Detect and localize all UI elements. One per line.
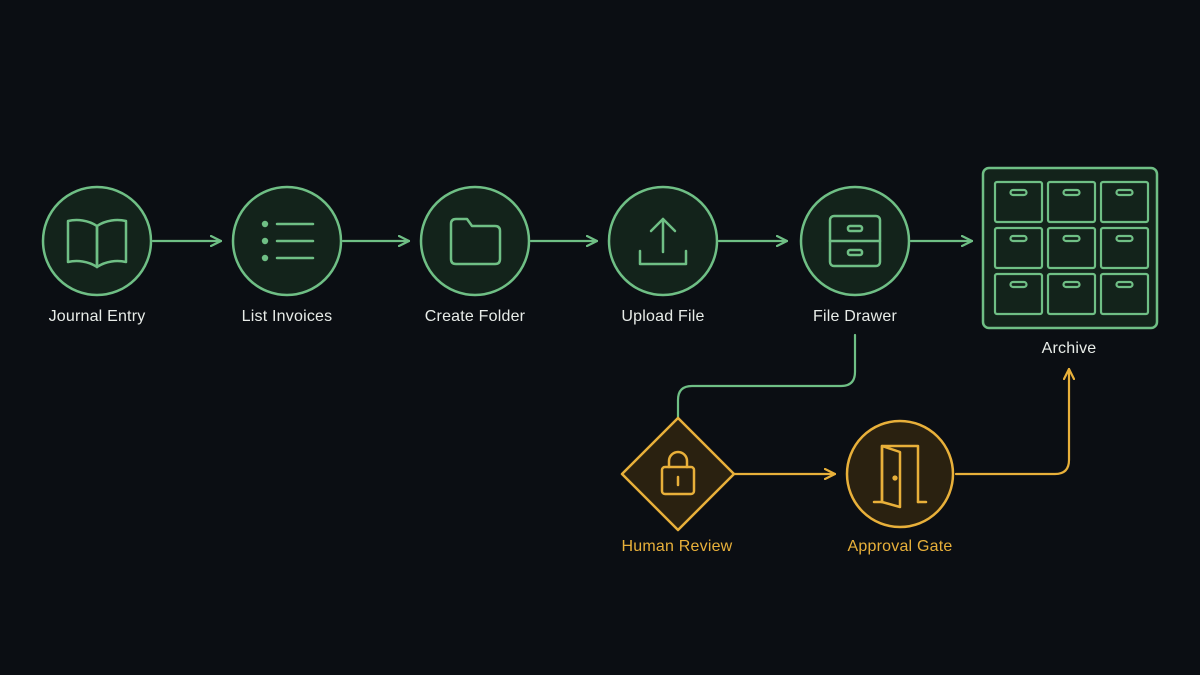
node-approval-gate (845, 419, 955, 529)
file-cabinet-icon (828, 214, 882, 268)
node-journal-entry (41, 185, 153, 297)
node-upload-file (607, 185, 719, 297)
label-create-folder: Create Folder (424, 308, 526, 325)
archive-drawer-handle (1009, 234, 1028, 243)
archive-drawer (993, 180, 1044, 224)
node-file-drawer (799, 185, 911, 297)
archive-drawer (1099, 180, 1150, 224)
archive-drawer-handle (1009, 280, 1028, 289)
label-archive: Archive (1041, 340, 1097, 357)
node-archive (981, 166, 1159, 330)
edge-gate-to-archive (954, 367, 1069, 476)
node-list-invoices (231, 185, 343, 297)
label-human-review: Human Review (621, 538, 733, 555)
archive-drawer (993, 226, 1044, 270)
drawer-grid-icon (993, 180, 1150, 316)
open-book-icon (66, 218, 128, 269)
archive-drawer (1099, 226, 1150, 270)
archive-drawer (1046, 180, 1097, 224)
label-upload-file: Upload File (621, 308, 705, 325)
label-file-drawer: File Drawer (813, 308, 897, 325)
padlock-icon (660, 450, 696, 496)
node-human-review (620, 416, 736, 532)
archive-drawer-handle (1115, 234, 1134, 243)
archive-drawer (1046, 272, 1097, 316)
archive-drawer (1099, 272, 1150, 316)
archive-drawer-handle (1009, 188, 1028, 197)
label-journal-entry: Journal Entry (48, 308, 146, 325)
folder-icon (449, 217, 502, 266)
label-list-invoices: List Invoices (241, 308, 333, 325)
upload-icon (638, 217, 688, 266)
archive-drawer-handle (1115, 280, 1134, 289)
node-create-folder (419, 185, 531, 297)
archive-drawer-handle (1115, 188, 1134, 197)
bulleted-list-icon (261, 220, 315, 262)
archive-drawer-handle (1062, 234, 1081, 243)
archive-drawer (1046, 226, 1097, 270)
open-door-icon (872, 444, 928, 509)
label-approval-gate: Approval Gate (847, 538, 953, 555)
archive-drawer-handle (1062, 280, 1081, 289)
archive-drawer-handle (1062, 188, 1081, 197)
archive-drawer (993, 272, 1044, 316)
edge-drawer-to-review (676, 333, 857, 420)
